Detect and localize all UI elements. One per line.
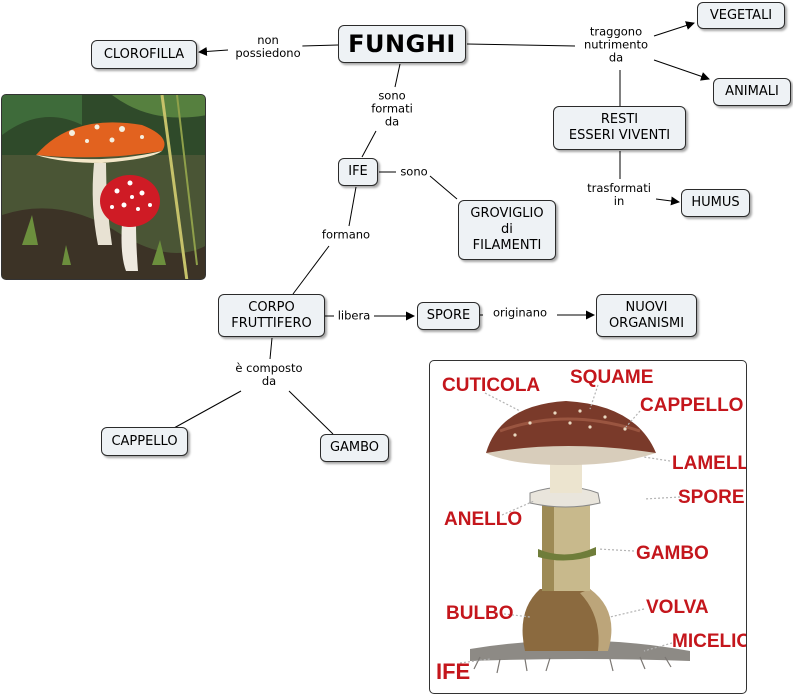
link-label-originano: originano <box>490 305 550 320</box>
link-label-non-possiedono: non possiedono <box>233 33 303 60</box>
link-label-traggono-nutrimento: traggono nutrimento da <box>581 24 651 65</box>
node-resti-esseri-viventi[interactable]: RESTI ESSERI VIVENTI <box>553 106 686 150</box>
link-ife-formano <box>348 186 357 227</box>
link-sonoformati-ife <box>361 130 377 158</box>
link-funghi-traggono <box>466 43 576 47</box>
link-corpo-composto <box>269 337 273 360</box>
link-formano-corpo <box>292 245 330 295</box>
node-animali[interactable]: ANIMALI <box>713 78 791 106</box>
label-volva: VOLVA <box>646 597 709 618</box>
label-spore: SPORE <box>678 487 745 508</box>
label-lamelle: LAMELLE <box>672 453 747 474</box>
link-traggono-animali <box>653 59 710 81</box>
label-gambo: GAMBO <box>636 543 709 564</box>
link-funghi-nonpossiedono <box>301 44 339 47</box>
node-clorofilla[interactable]: CLOROFILLA <box>91 40 197 69</box>
node-nuovi-organismi[interactable]: NUOVI ORGANISMI <box>596 294 697 337</box>
node-funghi[interactable]: FUNGHI <box>338 25 466 63</box>
amanita-illustration <box>2 95 205 279</box>
node-cappello[interactable]: CAPPELLO <box>101 427 188 456</box>
label-squame: SQUAME <box>570 367 653 388</box>
link-label-trasformati-in: trasformati in <box>585 181 653 208</box>
link-label-sono: sono <box>398 164 430 179</box>
amanita-photo <box>1 94 206 280</box>
mushroom-anatomy-illustration: CUTICOLA SQUAME CAPPELLO LAMELLE SPORE A… <box>436 367 747 684</box>
link-label-formano: formano <box>319 227 373 242</box>
link-label-sono-formati-da: sono formati da <box>369 88 415 129</box>
label-cappello: CAPPELLO <box>640 395 743 416</box>
mushroom-anatomy-diagram: CUTICOLA SQUAME CAPPELLO LAMELLE SPORE A… <box>429 360 747 694</box>
link-composto-gambo <box>288 390 334 435</box>
label-bulbo: BULBO <box>446 603 514 624</box>
node-gambo[interactable]: GAMBO <box>320 434 389 462</box>
node-corpo-fruttifero[interactable]: CORPO FRUTTIFERO <box>218 294 325 337</box>
node-groviglio-di-filamenti[interactable]: GROVIGLIO di FILAMENTI <box>458 200 556 260</box>
link-composto-cappello <box>173 390 242 429</box>
label-ife: IFE <box>436 659 470 684</box>
node-humus[interactable]: HUMUS <box>681 189 750 217</box>
link-label-e-composto-da: è composto da <box>233 361 305 388</box>
link-label-libera: libera <box>335 308 373 323</box>
label-micelio: MICELIO <box>672 631 747 652</box>
node-vegetali[interactable]: VEGETALI <box>697 2 785 29</box>
link-nonpossiedono-clorofilla <box>198 46 229 56</box>
link-funghi-sonoformati <box>394 63 401 88</box>
label-anello: ANELLO <box>444 509 522 530</box>
link-sono-groviglio <box>429 175 458 200</box>
node-spore[interactable]: SPORE <box>417 302 480 330</box>
link-trasformati-humus <box>655 196 680 206</box>
label-cuticola: CUTICOLA <box>442 375 540 396</box>
node-ife[interactable]: IFE <box>338 158 378 186</box>
link-traggono-vegetali <box>653 21 695 37</box>
